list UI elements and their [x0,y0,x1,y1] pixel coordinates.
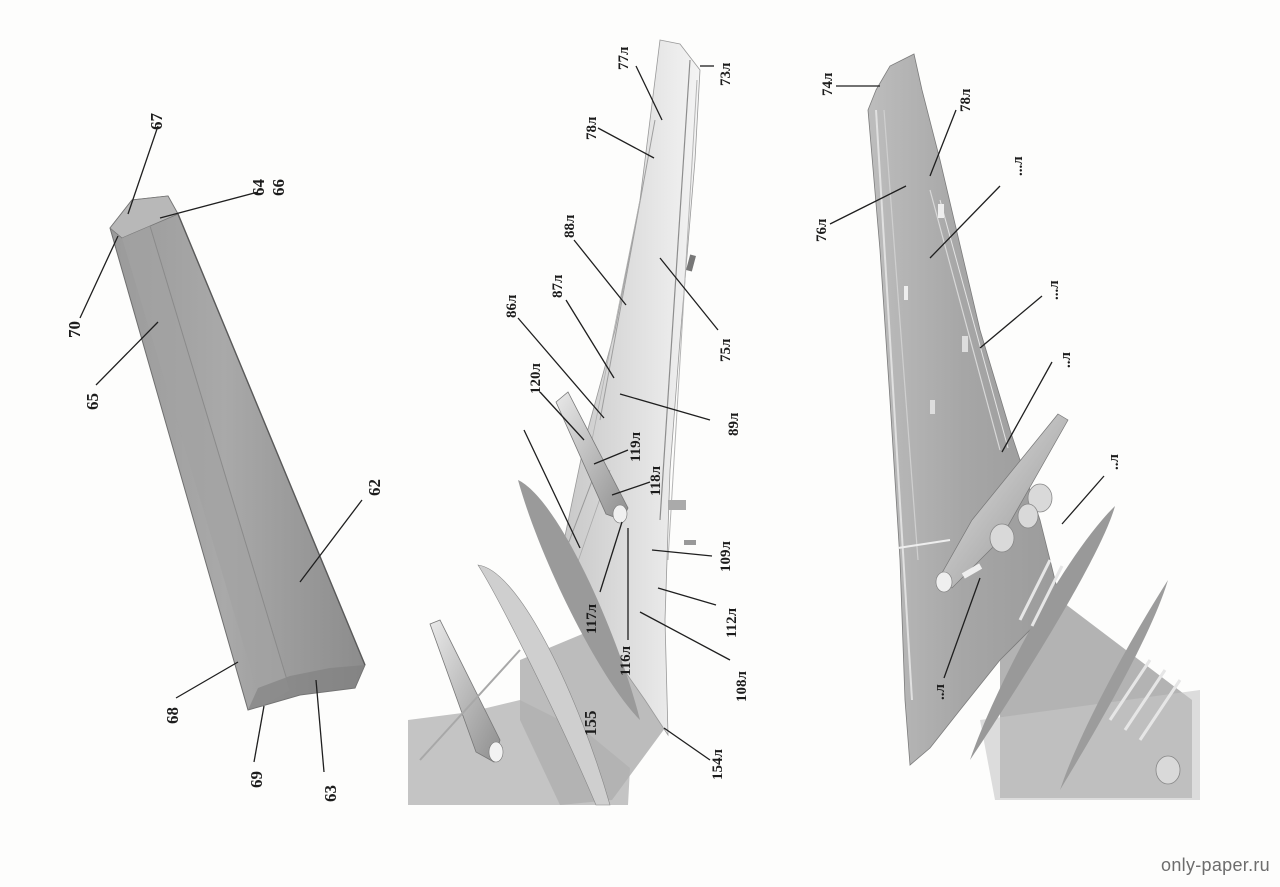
left-wing-panel: 67 64 66 70 65 62 68 69 63 [65,113,384,803]
label-89l: 89л [726,412,742,436]
label-154l: 154л [710,749,726,781]
label-70: 70 [65,321,84,338]
middle-nacelle-pod-lower-nose [489,742,503,762]
leader-78m [598,128,654,158]
label-74l: 74л [820,72,836,96]
middle-nacelle-pod-upper-nose [613,505,627,523]
leader-88 [574,240,626,305]
label-78l-middle: 78л [584,116,600,140]
right-nacelle-pod-nose [936,572,952,592]
label-66: 66 [269,179,288,196]
right-wing-tab-2 [904,286,908,300]
leader-70 [80,236,118,318]
leader-154 [664,728,710,760]
label-63: 63 [321,785,340,802]
leader-68 [176,662,238,698]
label-67: 67 [147,113,166,131]
label-75l: 75л [718,338,734,362]
middle-wing-panel: 77л 73л 78л 88л 87л 86л 75л 120л 89л 119… [408,40,750,805]
label-108l: 108л [734,671,750,703]
leader-r4 [1062,476,1104,524]
label-78l-right: 78л [958,88,974,112]
label-119l: 119л [628,431,644,462]
right-wing-panel: 74л 78л 76л ...л ...л ..л ..л ..л [814,54,1200,800]
right-wing-tab-4 [930,400,935,414]
label-right-3: ..л [1058,352,1074,369]
label-112l: 112л [724,607,740,638]
label-86l: 86л [504,294,520,318]
site-watermark: only-paper.ru [1161,855,1270,876]
middle-wing-tab-1 [686,254,696,271]
label-118l: 118л [648,465,664,496]
label-109l: 109л [718,541,734,573]
label-right-2: ...л [1046,280,1062,300]
label-65: 65 [83,393,102,410]
label-87l: 87л [550,274,566,298]
leader-112 [658,588,716,605]
leader-63 [316,680,324,772]
label-120l: 120л [528,363,544,395]
leader-64 [160,192,258,218]
label-62: 62 [365,479,384,496]
middle-wing-tab-3 [684,540,696,545]
label-155: 155 [581,711,600,737]
label-73l: 73л [718,62,734,86]
label-116l: 116л [618,645,634,676]
label-77l: 77л [616,46,632,70]
label-64: 64 [249,179,268,197]
label-76l: 76л [814,218,830,242]
label-right-5: ..л [932,684,948,701]
label-right-1: ...л [1010,156,1026,176]
leader-87 [566,300,614,378]
label-117l: 117л [584,603,600,634]
label-68: 68 [163,707,182,724]
right-wing-tab-1 [938,204,944,218]
middle-wing-tab-2 [668,500,686,510]
label-69: 69 [247,771,266,788]
leader-69 [254,706,264,762]
right-wing-tab-3 [962,336,968,352]
label-88l: 88л [562,214,578,238]
leader-r2 [980,296,1042,348]
label-right-4: ..л [1106,454,1122,471]
